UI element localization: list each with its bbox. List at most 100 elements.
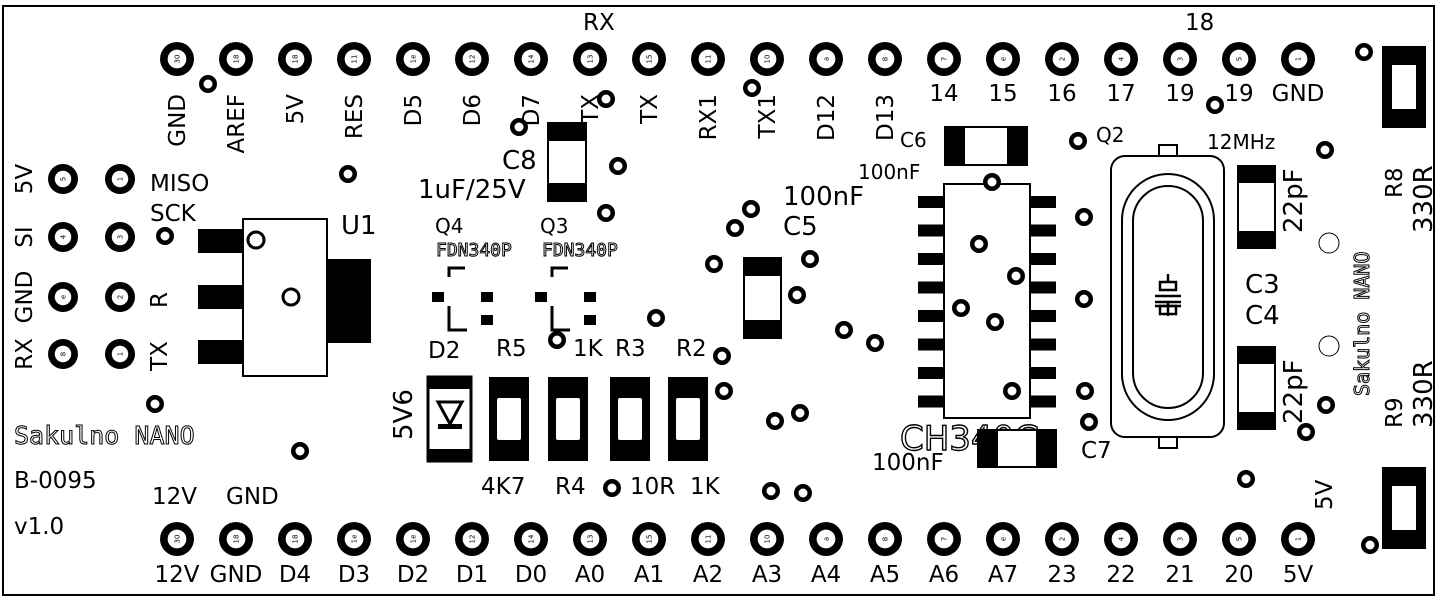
bottom-pin-5: 1e <box>396 522 430 556</box>
bottom-pin-1-number: 30 <box>174 535 182 544</box>
c7-label: C7 <box>1081 438 1112 464</box>
top-pin-label-17: 17 <box>1106 81 1135 107</box>
isp-right-pin-3: 2 <box>105 282 135 312</box>
via-21 <box>866 334 884 352</box>
board-version: v1.0 <box>14 514 64 540</box>
bottom-pin-label-3: D4 <box>279 562 311 588</box>
top-pin-label-18: 19 <box>1165 81 1194 107</box>
via-2 <box>339 165 357 183</box>
via-16 <box>713 347 731 365</box>
bottom-pin-17-number: 4 <box>1118 536 1126 541</box>
isp-right-pin-1-number: 1 <box>117 177 125 181</box>
top-18-label: 18 <box>1185 10 1214 36</box>
top-pin-20: 1 <box>1281 42 1315 76</box>
via-14 <box>647 309 665 327</box>
top-pin-5-number: 1e <box>410 55 418 64</box>
bottom-pin-18-number: 3 <box>1177 537 1185 541</box>
top-pin-17-number: 4 <box>1118 56 1126 61</box>
top-pin-18: 3 <box>1163 42 1197 76</box>
bottom-pin-20: 1 <box>1281 522 1315 556</box>
bottom-pin-6: 12 <box>455 522 489 556</box>
top-pin-label-11: TX1 <box>755 94 781 139</box>
crystal <box>1110 144 1225 449</box>
bottom-pin-label-12: A4 <box>811 562 841 588</box>
bottom-pin-label-11: A3 <box>752 562 782 588</box>
bottom-12v-upper-label: 12V <box>152 484 197 510</box>
isp-left-pin-1-number: 5 <box>60 177 68 181</box>
top-pin-7: 14 <box>514 42 548 76</box>
via-18 <box>766 412 784 430</box>
bottom-pin-18: 3 <box>1163 522 1197 556</box>
isp-right-label-3: R <box>147 292 173 308</box>
crystal-freq: 12MHz <box>1207 130 1275 154</box>
r9-resistor <box>1382 467 1426 549</box>
bottom-pin-7-number: 14 <box>528 534 536 543</box>
c8-label: C8 <box>502 146 537 176</box>
top-pin-20-number: 1 <box>1295 57 1303 61</box>
bottom-pin-11: 10 <box>750 522 784 556</box>
isp-right-pin-1: 1 <box>105 164 135 194</box>
c4-capacitor <box>1237 346 1276 430</box>
resistor-row <box>489 377 708 461</box>
top-pin-label-16: 16 <box>1047 81 1076 107</box>
q2-label: Q2 <box>1096 123 1124 147</box>
c5-label: C5 <box>783 212 818 242</box>
r5-label: R5 <box>496 336 527 362</box>
bottom-pin-label-20: 5V <box>1283 562 1314 588</box>
via-6 <box>609 157 627 175</box>
bottom-pin-2-number: 18 <box>233 535 241 544</box>
r8-resistor <box>1382 46 1426 128</box>
bottom-pin-12: a <box>809 522 843 556</box>
c7-value: 100nF <box>872 450 944 476</box>
q4-label: Q4 <box>435 214 463 238</box>
bottom-pin-12-number: a <box>823 537 831 541</box>
isp-left-label-2: SI <box>12 226 38 247</box>
top-pin-label-20: GND <box>1272 81 1325 107</box>
top-pin-label-10: RX1 <box>696 94 722 140</box>
top-pin-15: e <box>986 42 1020 76</box>
bottom-pin-8: 13 <box>573 522 607 556</box>
led-2 <box>1318 335 1340 357</box>
r3-resistor <box>610 377 650 461</box>
c4-label: C4 <box>1245 301 1280 331</box>
bottom-pin-3: 18 <box>278 522 312 556</box>
top-pin-10-number: 11 <box>705 55 713 64</box>
bottom-pin-4: 1e <box>337 522 371 556</box>
q3-label: Q3 <box>540 214 568 238</box>
top-pin-9: 15 <box>632 42 666 76</box>
top-pin-label-13: D13 <box>873 94 899 141</box>
q4-transistor <box>432 266 493 332</box>
c3-value: 22pF <box>1279 168 1309 233</box>
r2-resistor <box>668 377 708 461</box>
bottom-5v-upper-label: 5V <box>1312 479 1338 510</box>
bottom-pin-6-number: 12 <box>469 535 477 544</box>
bottom-pin-label-17: 22 <box>1106 562 1135 588</box>
side-board-name: Sakulno NANO <box>1350 252 1374 397</box>
bottom-pin-4-number: 1e <box>351 535 359 544</box>
bottom-pin-label-4: D3 <box>338 562 370 588</box>
isp-right-pin-4-number: 1 <box>117 352 125 356</box>
via-24 <box>603 479 621 497</box>
top-pin-1-number: 30 <box>174 55 182 64</box>
d2-label: D2 <box>428 338 460 364</box>
top-pin-5: 1e <box>396 42 430 76</box>
isp-left-label-4: RX <box>12 338 38 370</box>
top-pin-3-number: 18 <box>292 55 300 64</box>
via-44 <box>1361 536 1379 554</box>
c3-capacitor <box>1237 165 1276 249</box>
top-pin-16: 2 <box>1045 42 1079 76</box>
via-20 <box>835 321 853 339</box>
bottom-pin-19: 5 <box>1222 522 1256 556</box>
r5-resistor <box>489 377 529 461</box>
via-25 <box>146 395 164 413</box>
c8-value: 1uF/25V <box>418 175 526 205</box>
bottom-pin-label-14: A6 <box>929 562 959 588</box>
top-pin-8-number: 13 <box>587 55 595 64</box>
via-35 <box>1075 290 1093 308</box>
isp-right-label-1: MISO <box>150 171 209 197</box>
top-pin-label-6: D6 <box>460 94 486 126</box>
bottom-pin-label-1: 12V <box>154 562 199 588</box>
bottom-pin-15: e <box>986 522 1020 556</box>
top-pin-12: a <box>809 42 843 76</box>
bottom-pin-9: 15 <box>632 522 666 556</box>
